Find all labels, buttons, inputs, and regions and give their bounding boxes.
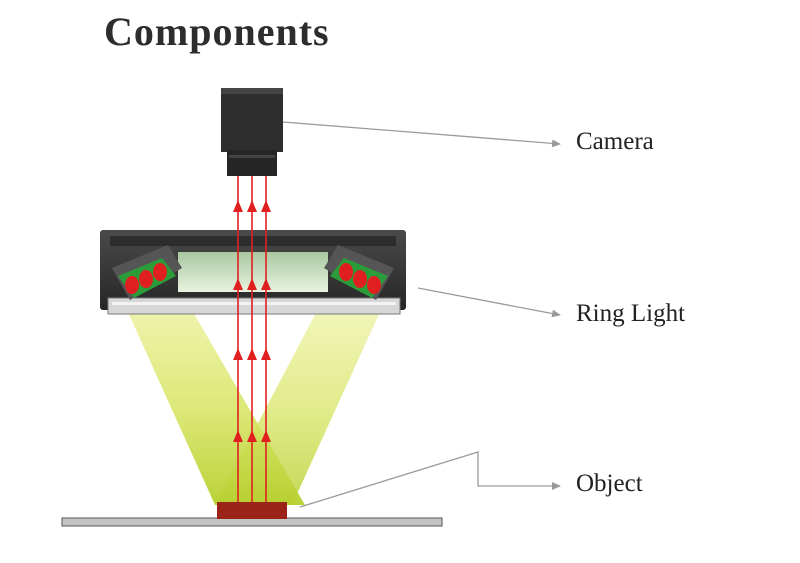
reflected-rays [233,176,271,502]
object-block [217,502,287,519]
diagram-title: Components [104,9,330,54]
object-label: Object [576,470,643,497]
leader-lines [282,121,561,508]
camera-label: Camera [576,128,654,155]
object-leader-line [299,451,561,508]
light-beam-right [215,286,390,505]
light-beams [118,286,390,505]
camera-leader-line [282,121,561,148]
ring-light-leader-line [417,287,561,318]
camera-lens [227,150,277,176]
camera-body [221,88,283,176]
ring-light-housing [100,230,406,315]
led-bank-left [112,245,182,300]
ground-plate [61,517,443,527]
led-bank-right [324,245,394,300]
ring-light-label: Ring Light [576,300,686,327]
